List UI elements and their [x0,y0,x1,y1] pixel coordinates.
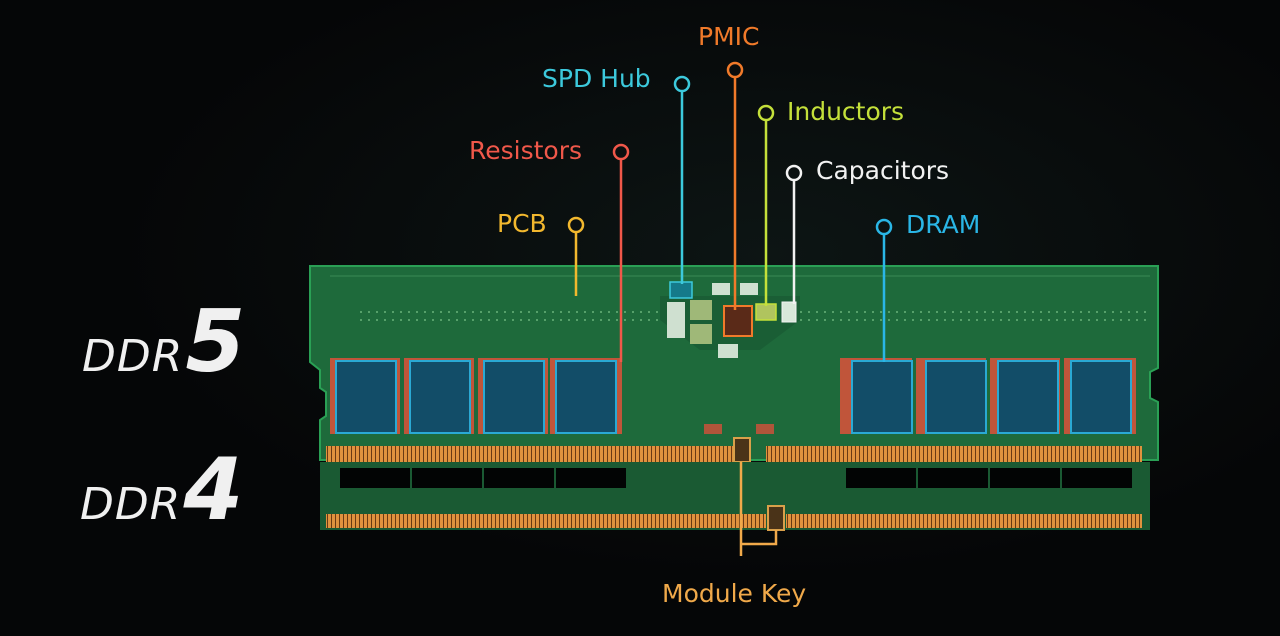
label-pcb: PCB [497,209,547,238]
resistors-pin [612,143,630,161]
ddr4-number: 4 [183,440,244,540]
ddr5-title: DDR5 [82,292,245,392]
capacitor [667,302,685,338]
dram-chips-right [840,358,1136,434]
ddr4-prefix: DDR [80,479,182,530]
ddr4-key [767,505,785,531]
dram-chip [1070,360,1132,434]
inductor [690,300,712,320]
resistor [740,283,758,295]
label-resistors: Resistors [469,136,583,165]
ddr4-title: DDR4 [80,440,243,540]
inductor-chip [755,303,777,321]
ddr4-contacts-right [786,514,1142,528]
dram-chip [483,360,545,434]
ddr5-module [309,265,1159,463]
module-key-lines [739,462,778,556]
label-spd-hub: SPD Hub [542,64,651,93]
label-capacitors: Capacitors [816,156,950,185]
capacitor-chip [781,301,797,323]
ddr5-number: 5 [185,292,246,392]
inductors-pin [757,104,775,122]
ddr4-contacts-left [326,514,766,528]
dram-pin [875,218,893,236]
label-dram: DRAM [906,210,981,239]
capacitor [718,344,738,358]
resistor [712,283,730,295]
pmic-chip [723,305,753,337]
dram-chip [997,360,1059,434]
dram-chip [335,360,397,434]
pmic-area [660,281,800,358]
label-pmic: PMIC [698,22,760,51]
dram-chip [409,360,471,434]
ddr5-contacts-right [766,446,1142,462]
ddr4-module [320,462,1150,531]
ddr5-contacts-left [326,446,734,462]
callout-lines [567,61,893,556]
spd-hub-pin [673,75,691,93]
ddr5-prefix: DDR [82,331,184,382]
ddr5-key [733,437,751,463]
pcb-pin [567,216,585,234]
dram-chips-left [330,358,622,434]
dram-chip [555,360,617,434]
spd-hub-chip [669,281,693,299]
dram-chip [925,360,987,434]
pmic-pin [726,61,744,79]
inductor [690,324,712,344]
capacitors-pin [785,164,803,182]
dram-chip [851,360,913,434]
label-module-key: Module Key [662,579,807,608]
label-inductors: Inductors [787,97,905,126]
